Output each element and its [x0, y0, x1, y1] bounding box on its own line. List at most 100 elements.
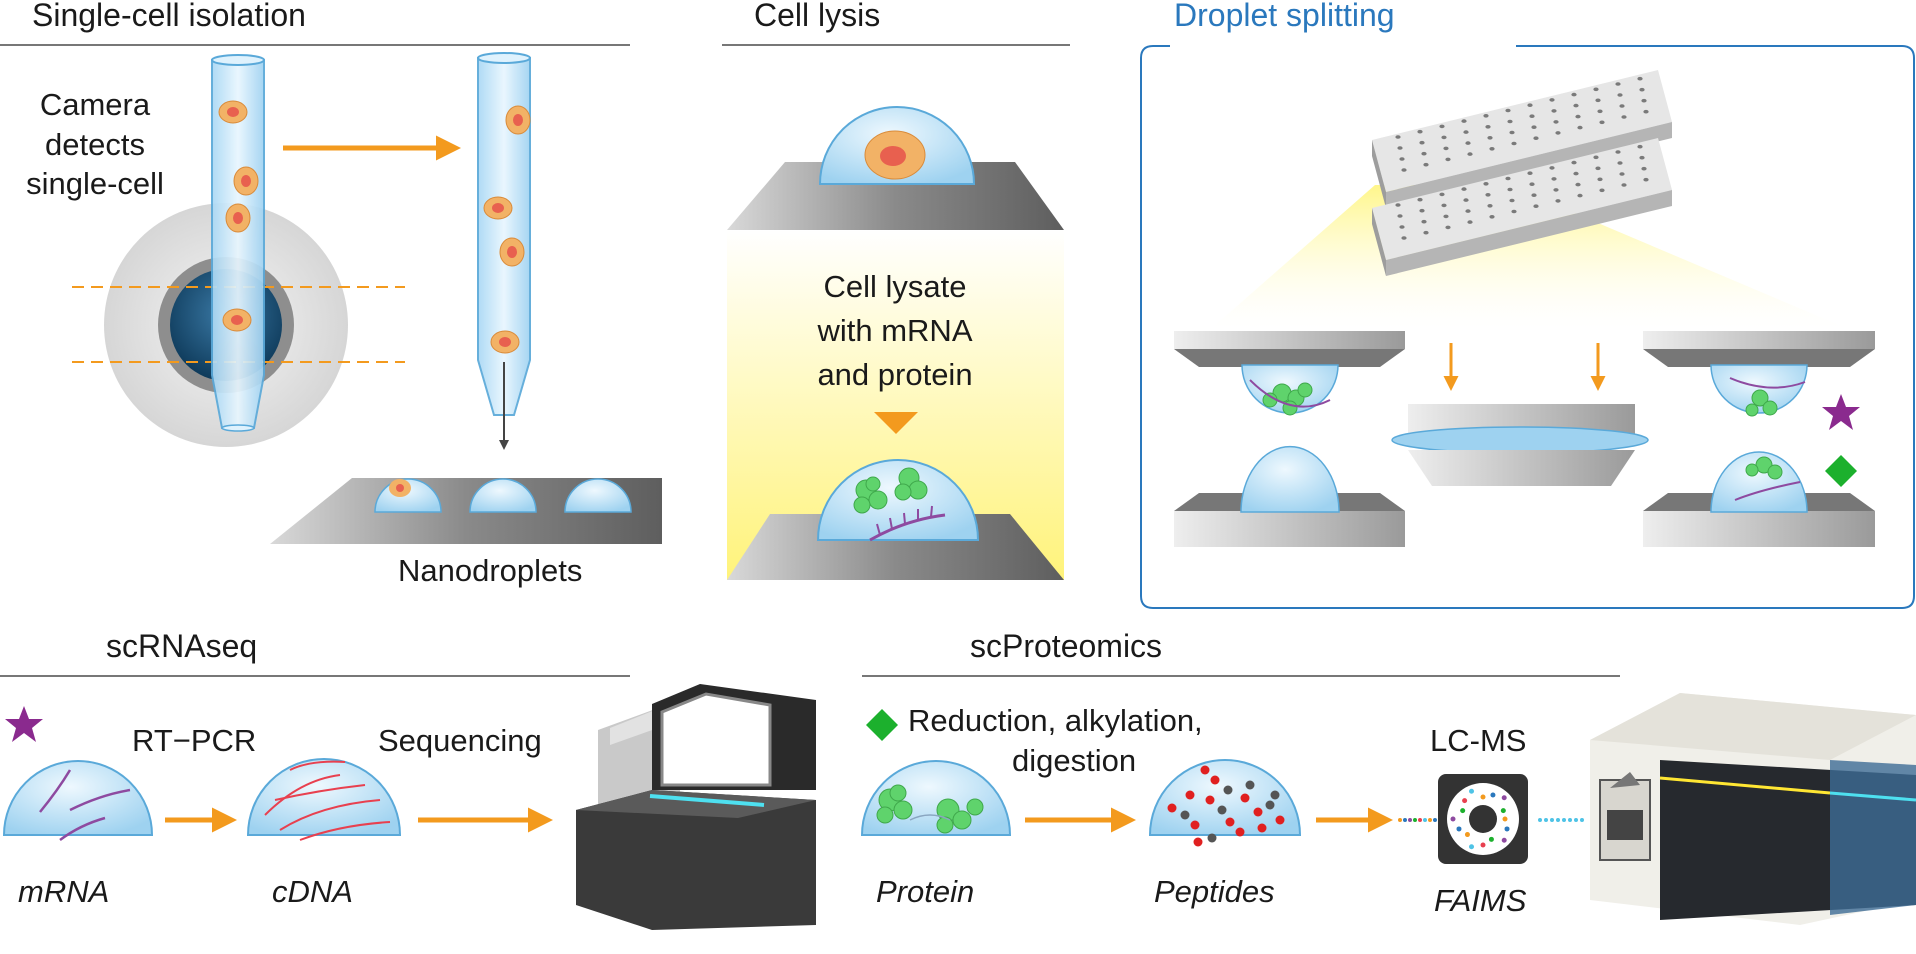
diamond-icon: [866, 709, 898, 741]
rnaseq-panel: [2, 684, 816, 930]
faims-dots: [1398, 788, 1584, 850]
proteomics-title: scProteomics: [970, 628, 1163, 664]
plate-hole: [1419, 140, 1425, 145]
lysate-label-line1: Cell lysate: [823, 269, 967, 304]
peptide-dot: [1180, 810, 1190, 820]
camera-label-line2: detects: [45, 127, 145, 162]
plate-hole: [1423, 230, 1429, 235]
peptide-dot: [1223, 785, 1233, 795]
plate-hole: [1615, 82, 1621, 86]
plate-hole: [1443, 214, 1449, 219]
plate-hole: [1397, 214, 1403, 218]
plate-hole: [1529, 114, 1535, 118]
peptide-dot: [1265, 800, 1275, 810]
ion-dot: [1433, 818, 1437, 822]
plate-hole: [1507, 187, 1513, 192]
lysate-label-line2: with mRNA: [817, 313, 973, 348]
plate-hole: [1553, 120, 1559, 124]
plate-hole: [1445, 157, 1451, 162]
ion-dot: [1580, 818, 1584, 822]
plate-hole: [1443, 146, 1449, 151]
ion-dot: [1398, 818, 1402, 822]
cell: [499, 237, 525, 267]
faims-dot: [1502, 816, 1508, 822]
plate-hole: [1595, 98, 1601, 103]
plate-hole: [1595, 166, 1601, 171]
plate-hole: [1615, 150, 1621, 154]
peptide-dot: [1205, 795, 1215, 805]
plate-hole: [1577, 193, 1583, 198]
nanodroplet: [469, 478, 537, 513]
plate-hole: [1527, 171, 1533, 175]
plate-hole: [1485, 193, 1491, 197]
faims-dot: [1469, 844, 1475, 850]
nanodroplet: [374, 478, 442, 513]
camera-label-line1: Camera: [39, 87, 151, 122]
plate-hole: [1505, 108, 1511, 113]
plate-hole: [1617, 161, 1623, 165]
peptide-dot: [1193, 837, 1203, 847]
plate-hole: [1463, 130, 1469, 134]
plate-hole: [1533, 136, 1539, 140]
proteomics-panel: [860, 693, 1916, 925]
plate-hole: [1641, 166, 1647, 171]
plate-hole: [1529, 182, 1535, 186]
plate-hole: [1401, 236, 1407, 240]
ion-dot: [1418, 818, 1422, 822]
plate-hole: [1399, 225, 1405, 229]
plate-hole: [1555, 131, 1561, 135]
rtpcr-label: RT−PCR: [132, 723, 257, 758]
plate-hole: [1597, 109, 1603, 114]
plate-hole: [1549, 166, 1555, 170]
plate-hole: [1489, 147, 1495, 151]
plate-holes: [1395, 76, 1649, 240]
plate-hole: [1573, 171, 1579, 176]
sequencing-label: Sequencing: [378, 723, 542, 758]
faims-dot: [1469, 788, 1475, 794]
ion-dot: [1423, 818, 1427, 822]
plate-hole: [1421, 219, 1427, 224]
plate-hole: [1575, 182, 1581, 187]
lysate-label-line3: and protein: [817, 357, 973, 392]
plate-hole: [1571, 160, 1577, 165]
peptide-dot: [1200, 765, 1210, 775]
plate-hole: [1639, 87, 1645, 92]
plate-hole: [1395, 135, 1401, 139]
plate-hole: [1395, 203, 1401, 207]
rnaseq-title: scRNAseq: [106, 628, 258, 664]
isolation-panel: [72, 52, 662, 544]
peptide-dots: [1167, 765, 1285, 847]
faims-dot: [1450, 816, 1456, 822]
plate-hole: [1555, 199, 1561, 203]
plate-hole: [1465, 209, 1471, 213]
peptide-dot: [1225, 817, 1235, 827]
lcms-label: LC-MS: [1430, 723, 1527, 758]
plate-hole: [1531, 193, 1537, 197]
plate-hole: [1643, 109, 1649, 114]
peptide-dot: [1240, 793, 1250, 803]
ion-dot: [1568, 818, 1572, 822]
camera-label-line3: single-cell: [26, 166, 164, 201]
peptides-label: Peptides: [1154, 874, 1275, 909]
plate-hole: [1509, 130, 1515, 135]
peptide-dot: [1167, 803, 1177, 813]
peptide-dot: [1207, 833, 1217, 843]
plate-hole: [1401, 168, 1407, 172]
plate-hole: [1465, 141, 1471, 145]
plate-hole: [1507, 119, 1513, 124]
faims-dot: [1480, 794, 1486, 800]
cdna-label: cDNA: [272, 874, 353, 909]
splitting-panel: [1140, 45, 1915, 609]
plate-hole: [1619, 172, 1625, 176]
plate-hole: [1439, 124, 1445, 129]
plate-hole: [1533, 204, 1539, 208]
cell: [490, 330, 520, 354]
plate-hole: [1441, 203, 1447, 208]
protein-label: Protein: [876, 874, 975, 909]
faims-dot: [1464, 832, 1470, 838]
plate-hole: [1619, 104, 1625, 108]
peptide-dot: [1253, 807, 1263, 817]
ion-dot: [1538, 818, 1542, 822]
plate-hole: [1527, 103, 1533, 107]
